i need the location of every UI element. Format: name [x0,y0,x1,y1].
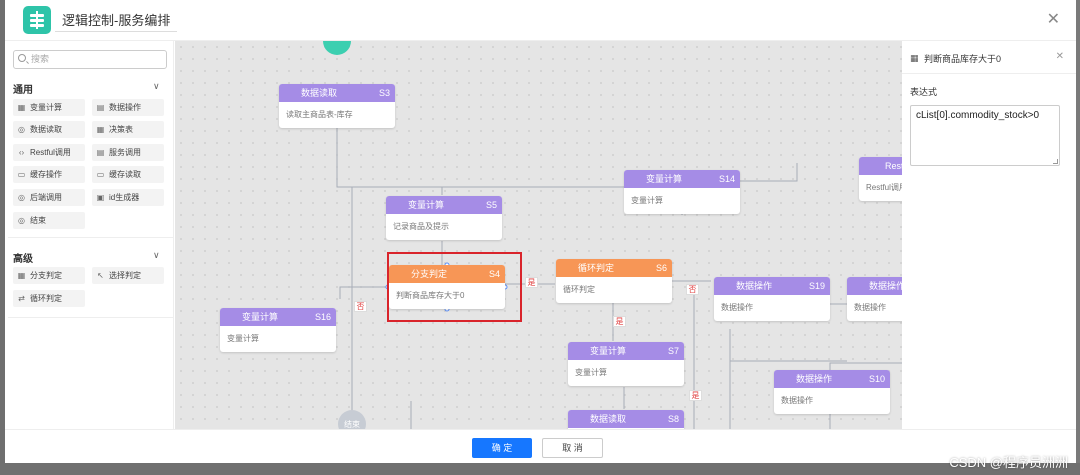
branch-icon: ▦ [910,53,919,63]
database-icon: ◎ [18,125,25,134]
expression-textarea[interactable]: cList[0].commodity_stock>0 [910,105,1060,166]
arrow-icon: ↖ [97,271,104,280]
edge-label-yes[interactable]: 是 [613,316,626,327]
cache-icon: ▭ [17,170,26,179]
search-icon [18,54,26,62]
close-icon[interactable]: ✕ [1046,11,1060,28]
backend-icon: ◎ [18,193,25,202]
service-orchestration-dialog: 逻辑控制-服务编排 ✕ 搜索 通用 ∨ ▦变量计算 ▤数据操作 ◎数据读取 ▦决… [5,0,1076,463]
loop-icon: ⇄ [18,294,25,303]
tool-branch-judge[interactable]: ▦分支判定 [13,267,85,284]
node-restful[interactable]: Restful Restful调用 [859,157,902,201]
section-title-common: 通用 [13,85,33,96]
tool-restful[interactable]: ‹›Restful调用 [13,144,85,161]
server-icon: ▤ [96,148,105,157]
confirm-button[interactable]: 确 定 [472,438,532,458]
expression-label: 表达式 [910,87,938,97]
grid-icon: ▤ [96,103,105,112]
cache-read-icon: ▭ [96,170,105,179]
start-node-icon [323,41,351,55]
resize-handle[interactable] [1053,159,1058,164]
tool-choice-judge[interactable]: ↖选择判定 [92,267,164,284]
edge-label-yes[interactable]: 是 [689,390,702,401]
chevron-down-icon[interactable]: ∨ [153,81,160,91]
dialog-header: 逻辑控制-服务编排 ✕ [5,0,1076,41]
tool-backend-call[interactable]: ◎后端调用 [13,189,85,206]
grid-icon: ▦ [96,125,105,134]
tool-cache-operation[interactable]: ▭缓存操作 [13,166,85,183]
divider [8,237,174,238]
search-input[interactable]: 搜索 [13,50,167,69]
backdrop-left [0,0,5,475]
tool-data-operation[interactable]: ▤数据操作 [92,99,164,116]
component-sidebar: 搜索 通用 ∨ ▦变量计算 ▤数据操作 ◎数据读取 ▦决策表 ‹›Restful… [8,41,174,429]
tool-variable-calc[interactable]: ▦变量计算 [13,99,85,116]
code-icon: ‹› [18,148,25,157]
watermark: CSDN @程序员洲洲 [949,455,1068,470]
properties-header: ▦ 判断商品库存大于0 ✕ [902,41,1076,74]
id-icon: ▣ [96,193,105,202]
tool-service-call[interactable]: ▤服务调用 [92,144,164,161]
end-icon: ◎ [18,216,25,225]
properties-panel: ▦ 判断商品库存大于0 ✕ 表达式 cList[0].commodity_sto… [902,41,1076,429]
divider [8,317,174,318]
tool-data-read[interactable]: ◎数据读取 [13,121,85,138]
tool-id-generator[interactable]: ▣id生成器 [92,189,164,206]
edge-label-no[interactable]: 否 [354,301,367,312]
edge-label-yes[interactable]: 是 [525,277,538,288]
dialog-footer: 确 定 取 消 [5,429,1076,463]
cancel-button[interactable]: 取 消 [542,438,603,458]
selected-node-highlight [387,252,522,322]
branch-icon: ▦ [17,271,26,280]
table-icon: ▦ [17,103,26,112]
node-data-operation[interactable]: 数据操作 数据操作 [847,277,902,321]
end-node-icon [338,410,366,429]
edge-label-no[interactable]: 否 [686,284,699,295]
backdrop-bottom [0,463,1080,475]
app-logo-icon [23,6,51,34]
tool-decision-table[interactable]: ▦决策表 [92,121,164,138]
section-title-advanced: 高级 [13,254,33,265]
tool-cache-read[interactable]: ▭缓存读取 [92,166,164,183]
tool-loop-judge[interactable]: ⇄循环判定 [13,290,85,307]
tool-end[interactable]: ◎结束 [13,212,85,229]
end-node-label: 结束 [344,419,360,429]
close-icon[interactable]: ✕ [1055,51,1064,62]
dialog-title[interactable]: 逻辑控制-服务编排 [55,10,177,32]
chevron-down-icon[interactable]: ∨ [153,250,160,260]
properties-title: 判断商品库存大于0 [924,54,1002,64]
